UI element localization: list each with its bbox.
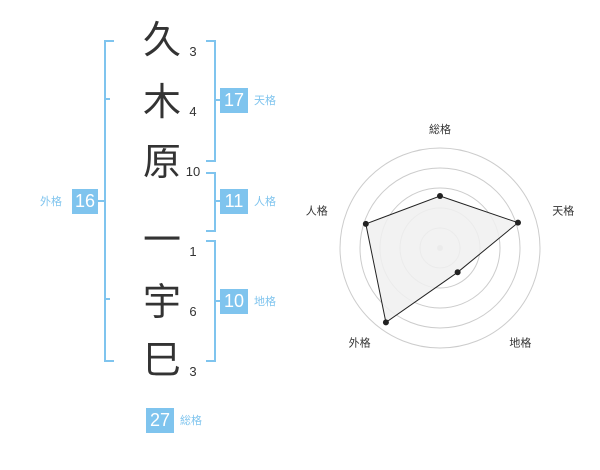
- name-char-1: 久: [142, 18, 181, 62]
- radar-point: [454, 269, 461, 276]
- tenkaku-label: 天格: [254, 94, 276, 107]
- name-char-2: 木: [142, 80, 181, 124]
- stroke-count-2: 4: [189, 104, 197, 119]
- radar-point: [382, 319, 389, 326]
- name-char-4: 一: [142, 218, 181, 262]
- jinkaku-bracket: [206, 172, 216, 232]
- tenkaku-connector: [214, 99, 220, 101]
- radar-ring: [339, 147, 541, 349]
- radar-ring: [359, 167, 521, 329]
- name-char-5: 宇: [142, 280, 181, 324]
- radar-area: [365, 195, 520, 324]
- radar-axis-label: 天格: [552, 204, 574, 218]
- radar-axis-label: 総格: [429, 122, 451, 136]
- tenkaku-bracket: [206, 40, 216, 162]
- radar-point: [362, 220, 369, 227]
- radar-axis-label: 外格: [349, 335, 371, 349]
- gaikaku-bracket: [104, 40, 114, 362]
- stroke-count-4: 1: [189, 244, 197, 259]
- soukaku-value: 27: [146, 408, 174, 433]
- radar-axis-label: 人格: [306, 204, 328, 218]
- stroke-count-1: 3: [189, 44, 197, 59]
- radar-axis-label: 地格: [509, 335, 531, 349]
- gaikaku-bracket-tick: [104, 98, 110, 100]
- stroke-count-3: 10: [185, 164, 201, 179]
- stroke-count-5: 6: [189, 304, 197, 319]
- gaikaku-bracket-tick: [104, 298, 110, 300]
- gaikaku-value: 16: [72, 189, 98, 214]
- gaikaku-bracket-connector: [98, 200, 104, 202]
- soukaku-label: 総格: [180, 414, 202, 427]
- jinkaku-value: 11: [220, 189, 248, 214]
- chikaku-label: 地格: [254, 295, 276, 308]
- stroke-count-6: 3: [189, 364, 197, 379]
- jinkaku-connector: [214, 200, 220, 202]
- chikaku-connector: [214, 300, 220, 302]
- name-char-3: 原: [142, 140, 181, 184]
- gaikaku-label: 外格: [40, 195, 62, 208]
- radar-point: [514, 219, 521, 226]
- chikaku-value: 10: [220, 289, 248, 314]
- name-char-6: 巳: [142, 338, 181, 382]
- jinkaku-label: 人格: [254, 195, 276, 208]
- tenkaku-value: 17: [220, 88, 248, 113]
- radar-point: [437, 193, 443, 199]
